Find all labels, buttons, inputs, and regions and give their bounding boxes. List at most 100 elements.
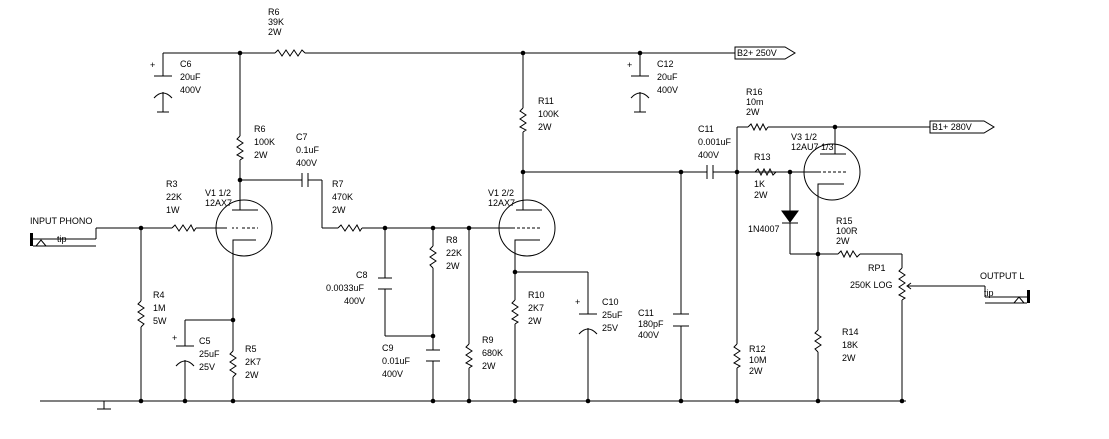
parts-c11b-ref: C11 xyxy=(638,308,654,318)
parts-r12-ref: R12 xyxy=(749,344,766,354)
resistor-r12-icon xyxy=(733,343,741,369)
parts-c7-rating: 400V xyxy=(296,158,317,168)
parts-r11-val: 100K xyxy=(538,109,559,119)
resistor-r4-icon xyxy=(137,300,145,328)
electrolytic-capacitor-c12-icon: + xyxy=(627,60,650,113)
b1-rail-flag xyxy=(929,120,995,134)
parts-c7-val: 0.1uF xyxy=(296,145,320,155)
b1-rail-label: B1+ 280V xyxy=(932,122,972,132)
resistor-r14-icon xyxy=(814,329,822,353)
tube-v1b-icon xyxy=(498,199,556,257)
parts-r6top-val: 39K xyxy=(268,17,284,27)
parts-r6-rating: 2W xyxy=(254,150,268,160)
parts-r16-rating: 2W xyxy=(746,107,760,117)
input-jack-icon xyxy=(30,228,97,247)
output-pin: tip xyxy=(984,288,994,298)
parts-r4-val: 1M xyxy=(153,303,166,313)
v1a-name: V1 1/2 xyxy=(205,188,231,198)
parts-r16-ref: R16 xyxy=(746,87,763,97)
parts-c5-rating: 25V xyxy=(199,362,215,372)
v1b-name: V1 2/2 xyxy=(488,188,514,198)
b2-rail-label: B2+ 250V xyxy=(737,48,777,58)
parts-r15-val: 100R xyxy=(836,226,858,236)
parts-c11a-ref: C11 xyxy=(698,124,714,134)
parts-rp1-ref: RP1 xyxy=(868,263,886,273)
parts-c8-val: 0.0033uF xyxy=(326,283,365,293)
parts-r13-rating: 2W xyxy=(754,190,768,200)
parts-r5-rating: 2W xyxy=(245,370,259,380)
input-pin: tip xyxy=(57,234,67,244)
parts-r7-rating: 2W xyxy=(332,205,346,215)
parts-c10-val: 25uF xyxy=(602,310,623,320)
electrolytic-capacitor-c5-icon: + xyxy=(172,333,195,367)
input-title: INPUT PHONO xyxy=(30,216,92,226)
parts-r12-val: 10M xyxy=(749,355,767,365)
parts-rp1-val: 250K LOG xyxy=(850,280,893,290)
parts-c10-ref: C10 xyxy=(602,297,619,307)
parts-r7-val: 470K xyxy=(332,192,353,202)
parts-c11b-val: 180pF xyxy=(638,319,664,329)
parts-r9-val: 680K xyxy=(482,348,503,358)
svg-text:+: + xyxy=(627,60,632,70)
resistor-r6-icon xyxy=(236,135,244,161)
parts-c12-ref: C12 xyxy=(657,59,674,69)
capacitor-c11-shunt-icon xyxy=(673,313,689,327)
parts-r5-ref: R5 xyxy=(245,344,257,354)
parts-c8-rating: 400V xyxy=(344,296,365,306)
v3-name: V3 1/2 xyxy=(791,132,817,142)
parts-c6-rating: 400V xyxy=(180,85,201,95)
tube-v1a-icon xyxy=(215,199,273,257)
labels: B2+ 250V B1+ 280V INPUT PHONO tip OUTPUT… xyxy=(30,7,1024,380)
parts-c5-val: 25uF xyxy=(199,349,220,359)
output-jack-icon xyxy=(985,290,1030,304)
b2-rail-flag xyxy=(734,46,796,60)
junctions xyxy=(138,50,905,404)
parts-r8-rating: 2W xyxy=(446,261,460,271)
resistor-r6-top-icon xyxy=(274,49,306,57)
ground-symbol-icon xyxy=(97,401,111,410)
parts-r15-ref: R15 xyxy=(836,216,853,226)
resistor-r13-icon xyxy=(754,167,777,177)
parts-c6-ref: C6 xyxy=(180,59,192,69)
parts-r4-ref: R4 xyxy=(153,290,165,300)
resistor-r15-icon xyxy=(837,249,861,259)
parts-r3-rating: 1W xyxy=(166,205,180,215)
parts-r12-rating: 2W xyxy=(749,366,763,376)
electrolytic-capacitor-c6-icon: + xyxy=(150,60,173,113)
wiring xyxy=(40,52,1018,402)
parts-r9-ref: R9 xyxy=(482,335,494,345)
resistor-r7-icon xyxy=(337,224,363,232)
svg-text:+: + xyxy=(172,333,177,343)
resistor-r5-icon xyxy=(229,350,237,378)
parts-r14-val: 18K xyxy=(842,340,858,350)
parts-r5-val: 2K7 xyxy=(245,357,261,367)
parts-c12-rating: 400V xyxy=(657,85,678,95)
resistor-r10-icon xyxy=(511,299,519,325)
parts-c5-ref: C5 xyxy=(199,336,211,346)
parts-r10-rating: 2W xyxy=(528,316,542,326)
parts-c11b-rating: 400V xyxy=(638,330,659,340)
svg-text:+: + xyxy=(150,60,155,70)
parts-r13-ref: R13 xyxy=(754,152,771,162)
resistor-r8-icon xyxy=(429,245,437,269)
parts-r3-ref: R3 xyxy=(166,179,178,189)
svg-text:+: + xyxy=(575,297,580,307)
parts-c6-val: 20uF xyxy=(180,72,201,82)
v1a-type: 12AX7 xyxy=(205,198,232,208)
parts-r11-ref: R11 xyxy=(538,96,554,106)
output-title: OUTPUT L xyxy=(980,271,1024,281)
parts-c9-val: 0.01uF xyxy=(382,356,411,366)
resistor-r9-icon xyxy=(465,343,473,369)
tube-v3-icon xyxy=(803,143,861,201)
parts-d1-ref: 1N4007 xyxy=(748,224,780,234)
parts-r6-ref: R6 xyxy=(254,124,266,134)
parts-r14-rating: 2W xyxy=(842,353,856,363)
parts-r13-val: 1K xyxy=(754,179,765,189)
parts-c9-ref: C9 xyxy=(382,343,394,353)
parts-r11-rating: 2W xyxy=(538,122,552,132)
parts-r15-rating: 2W xyxy=(836,236,850,246)
parts-c9-rating: 400V xyxy=(382,369,403,379)
parts-c12-val: 20uF xyxy=(657,72,678,82)
parts-r8-ref: R8 xyxy=(446,235,458,245)
parts-c11a-rating: 400V xyxy=(698,150,719,160)
